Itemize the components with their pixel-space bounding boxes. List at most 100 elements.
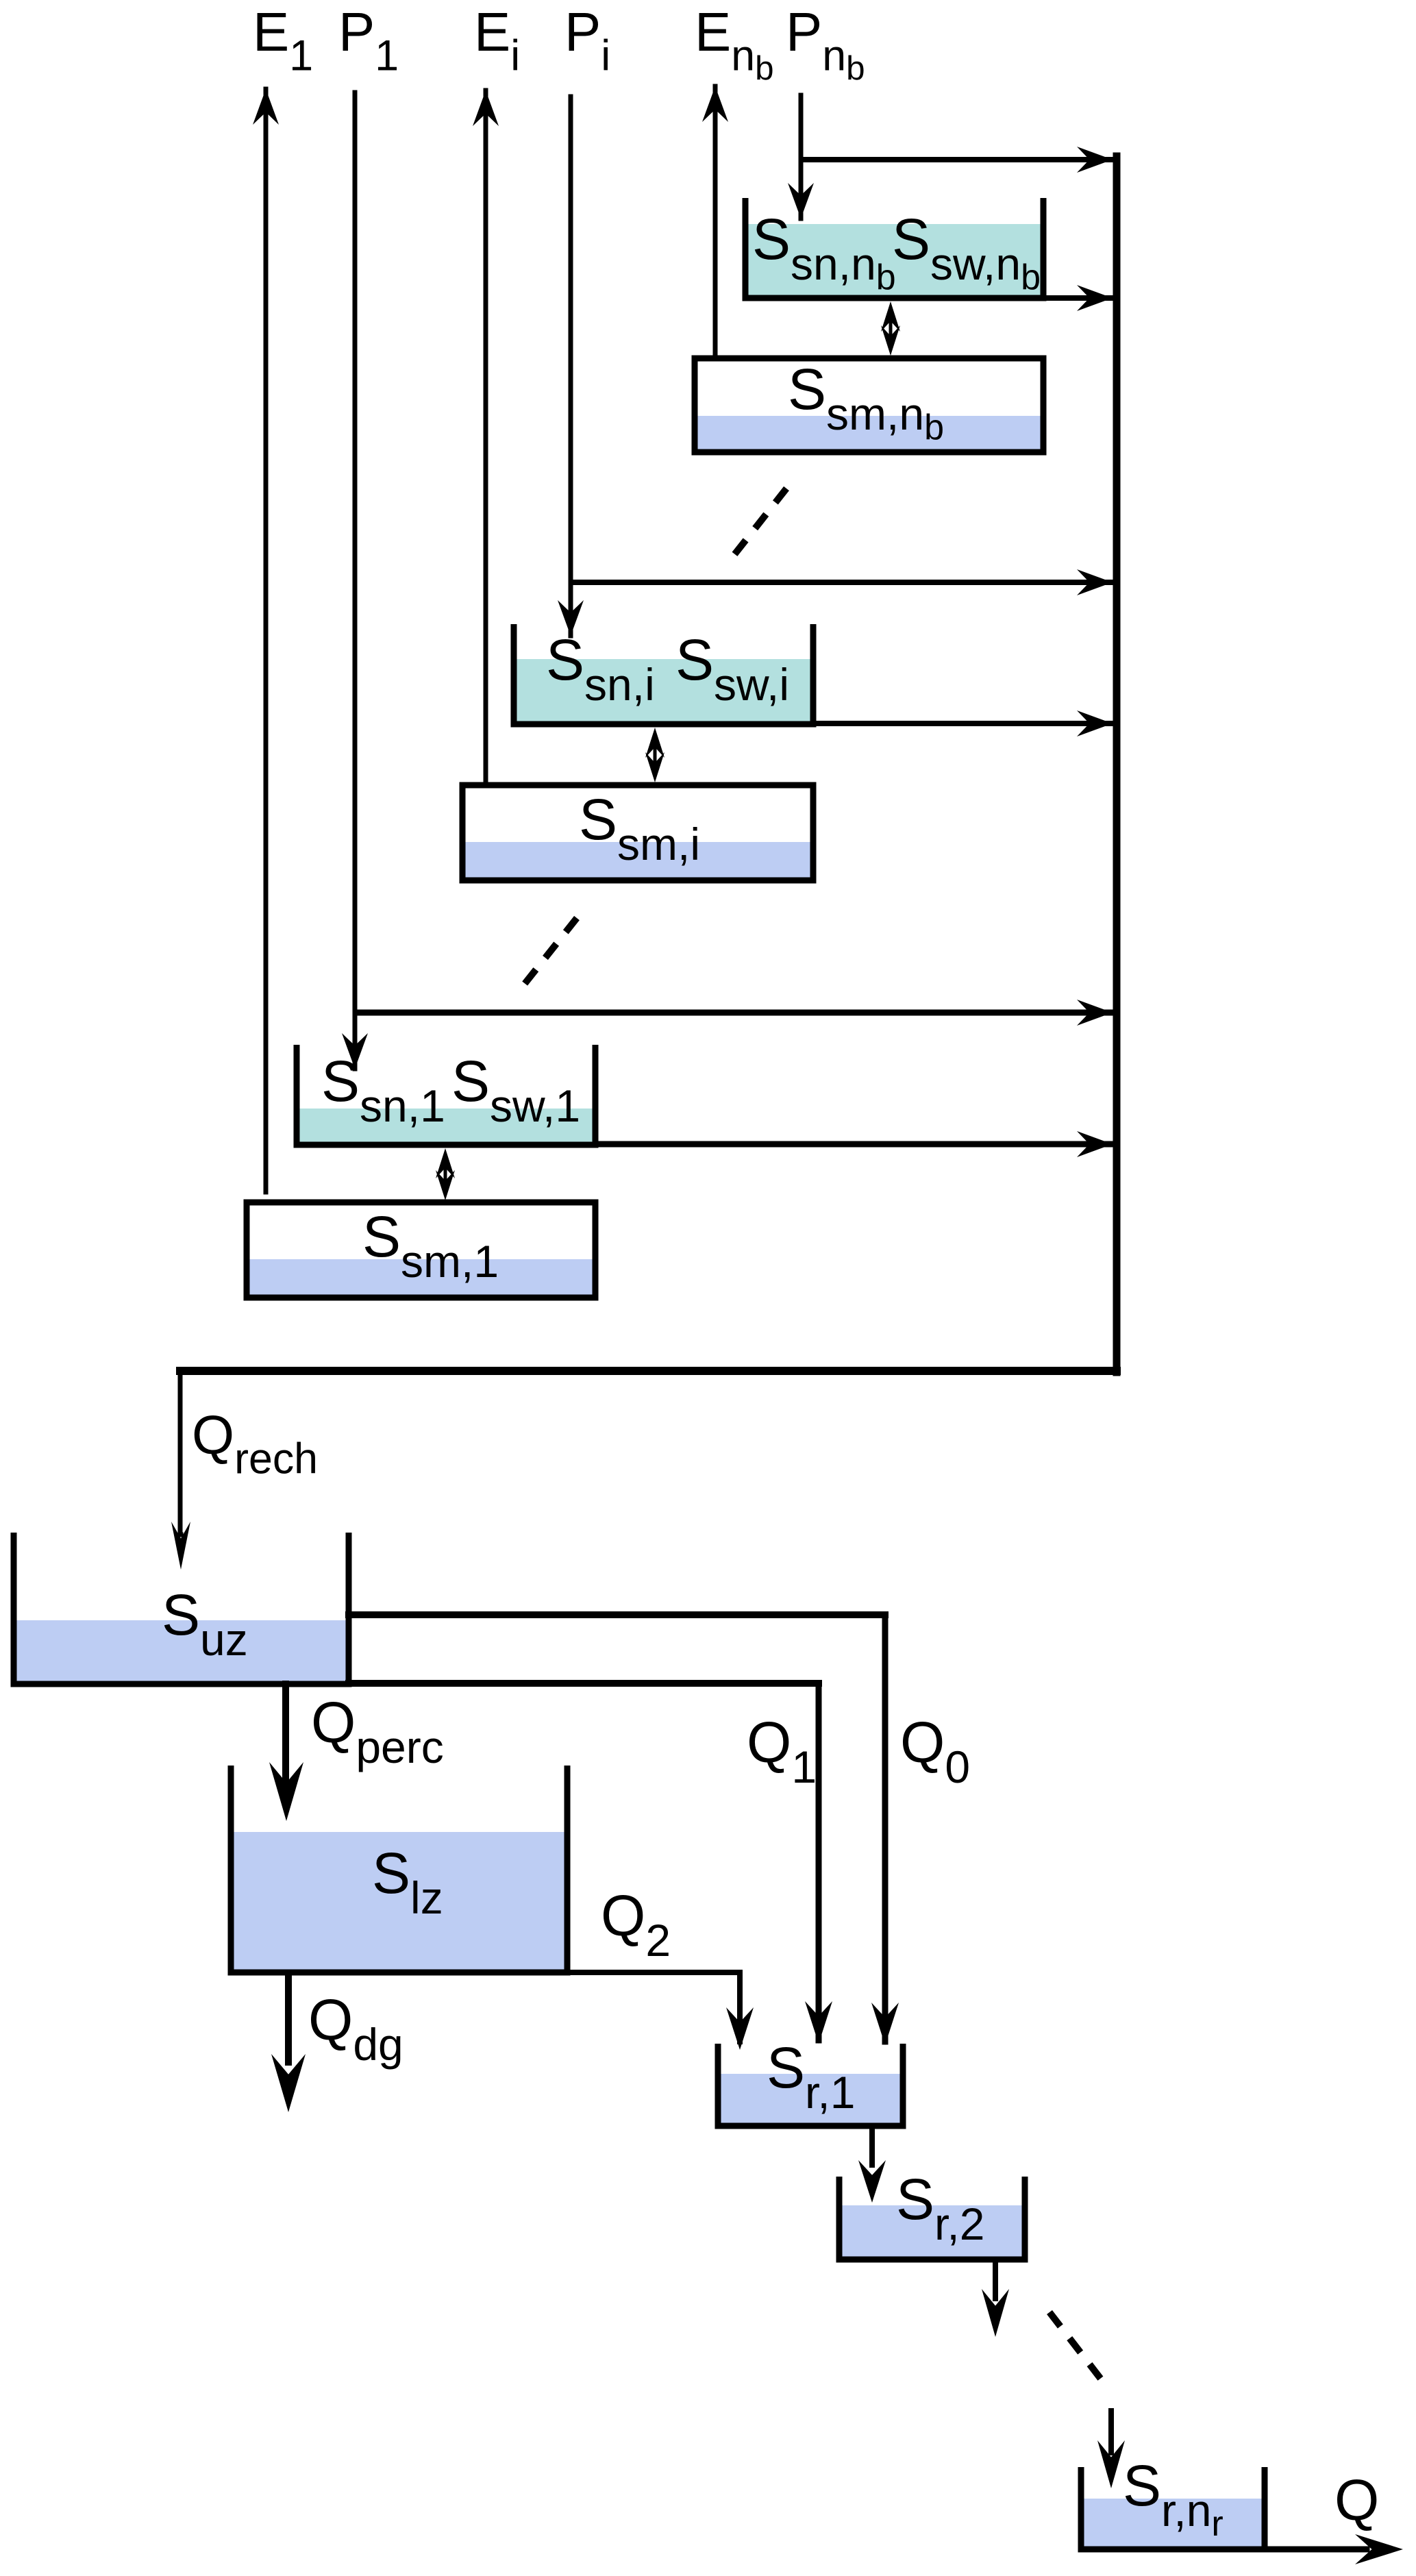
recharge-arrow-head-icon [171,1522,190,1570]
soil-store-nb-label: Ssm,nb [788,357,944,447]
snow-store-i-label: Ssn,i [546,628,655,710]
snow-store-1-label-main: S [321,1049,360,1113]
recharge-label-sub: rech [234,1435,318,1483]
lower-zone-label-main: S [372,1841,410,1905]
bypass-nb-arrow-head-icon [1077,147,1113,173]
soil-store-i-label-main: S [579,787,617,852]
upper-zone-label: Suz [162,1583,248,1665]
routing-tank-2-fill [839,2205,1025,2259]
routing-store-n-label: Sr,nr [1123,2453,1224,2544]
input-label-p1-main: P [338,1,375,62]
q1-label-main: Q [747,1710,791,1774]
precip-1-arrow-head-icon [342,1033,368,1069]
snowmelt-nb-arrow-head-icon [1077,285,1113,311]
water-store-nb-label: Ssw,nb [892,207,1041,297]
routing-tank-n-fill [1081,2499,1265,2549]
upper-zone-label-sub: uz [200,1614,248,1665]
snow-tank-nb-fill [745,224,1043,298]
input-label-pi: Pi [564,1,610,80]
input-label-pnb-subsub: b [846,49,865,87]
routing-store-1-label: Sr,1 [767,2035,855,2118]
routing-store-2-label-main: S [896,2167,934,2231]
outflow-label-main: Q [1334,2468,1379,2532]
routing-2-out-head-icon [982,2289,1009,2337]
routing-tank-1-fill [718,2074,903,2126]
snow-tank-i-fill [514,659,813,724]
snow-store-1-label: Ssn,1 [321,1049,445,1131]
routing-store-1-label-sub: r,1 [805,2067,855,2118]
soil-store-i-label-sub: sm,i [617,819,700,869]
deep-groundwater-arrow-head-icon [271,2054,306,2112]
deep-groundwater-label: Qdg [308,1987,403,2070]
snow-store-i-label-main: S [546,628,584,692]
soil-box-nb-fill [695,416,1043,452]
input-label-p1-sub: 1 [375,32,399,80]
soil-store-1-label-sub: sm,1 [401,1236,499,1287]
outflow-arrow-head-icon [1355,2534,1403,2564]
precip-nb-arrow-head-icon [788,183,814,219]
input-label-ei-sub: i [510,32,520,80]
q0-label-main: Q [900,1710,945,1774]
lower-zone-tank-fill [231,1832,567,1972]
soil-store-i-label: Ssm,i [579,787,700,869]
q2-label-sub: 2 [645,1915,671,1966]
input-label-e1-main: E [253,1,289,62]
lower-zone-label-sub: lz [410,1872,443,1923]
soil-store-nb-label-subsub: b [924,408,944,447]
input-label-e1-sub: 1 [289,32,313,80]
q0-arrow-head-icon [871,2003,899,2045]
q2-arrow-head-icon [726,2007,754,2050]
recharge-label-main: Q [192,1404,234,1465]
snow-tank-1-outline [293,1045,599,1148]
routing-1-out-head-icon [858,2160,886,2203]
routing-store-n-label-main: S [1123,2453,1161,2518]
snow-store-nb-label-main: S [752,207,791,271]
input-label-pnb: Pnb [786,1,865,87]
snow-tank-1-fill [297,1109,595,1145]
deep-groundwater-label-sub: dg [353,2019,403,2070]
input-label-pnb-sub: n [822,32,846,80]
water-store-1-label: Ssw,1 [451,1049,580,1131]
input-label-enb-sub: n [731,32,755,80]
connector-lines [10,84,1403,2564]
bypass-i-arrow-head-icon [1077,569,1113,595]
evap-1-arrow-head-icon [253,89,279,125]
q0-label: Q0 [900,1710,970,1792]
soil-box-i-fill [462,842,813,880]
water-store-nb-label-sub: sw,n [930,238,1021,289]
percolation-label-main: Q [311,1690,356,1755]
q0-label-sub: 0 [945,1742,970,1792]
outflow-label: Q [1334,2468,1379,2532]
input-label-ei: Ei [474,1,520,80]
water-store-1-label-sub: sw,1 [490,1080,580,1131]
snow-store-nb-label-subsub: b [876,258,896,297]
snow-tank-i-outline [510,624,817,728]
water-store-i-label-main: S [675,628,714,692]
snow-tank-nb-outline [742,198,1047,301]
input-label-p1: P1 [338,1,399,80]
ellipsis-dashes-upper [730,486,789,559]
soil-store-1-label: Ssm,1 [362,1204,499,1287]
lower-zone-tank-outline [227,1766,571,1976]
input-label-enb-subsub: b [755,49,773,87]
routing-store-1-label-main: S [767,2035,805,2100]
routing-tank-2-outline [836,2177,1028,2263]
bypass-1-arrow-head-icon [1077,1000,1113,1026]
soil-box-1-outline [243,1199,599,1301]
q1-arrow-head-icon [805,2001,832,2044]
input-label-e1: E1 [253,1,313,80]
evap-i-arrow-head-icon [473,90,499,126]
routing-store-n-label-sub: r,n [1161,2485,1211,2536]
snow-store-nb-label: Ssn,nb [752,207,896,297]
routing-n-in-head-icon [1097,2440,1125,2488]
routing-tank-1-outline [715,2044,906,2129]
upper-zone-tank-outline [10,1533,352,1687]
soil-store-nb-label-main: S [788,357,826,421]
snowmelt-1-arrow-head-icon [1077,1131,1113,1157]
water-store-i-label: Ssw,i [675,628,789,710]
recharge-label: Qrech [192,1404,318,1483]
evap-nb-arrow-head-icon [702,86,728,122]
soil-box-nb-outline [691,355,1047,456]
